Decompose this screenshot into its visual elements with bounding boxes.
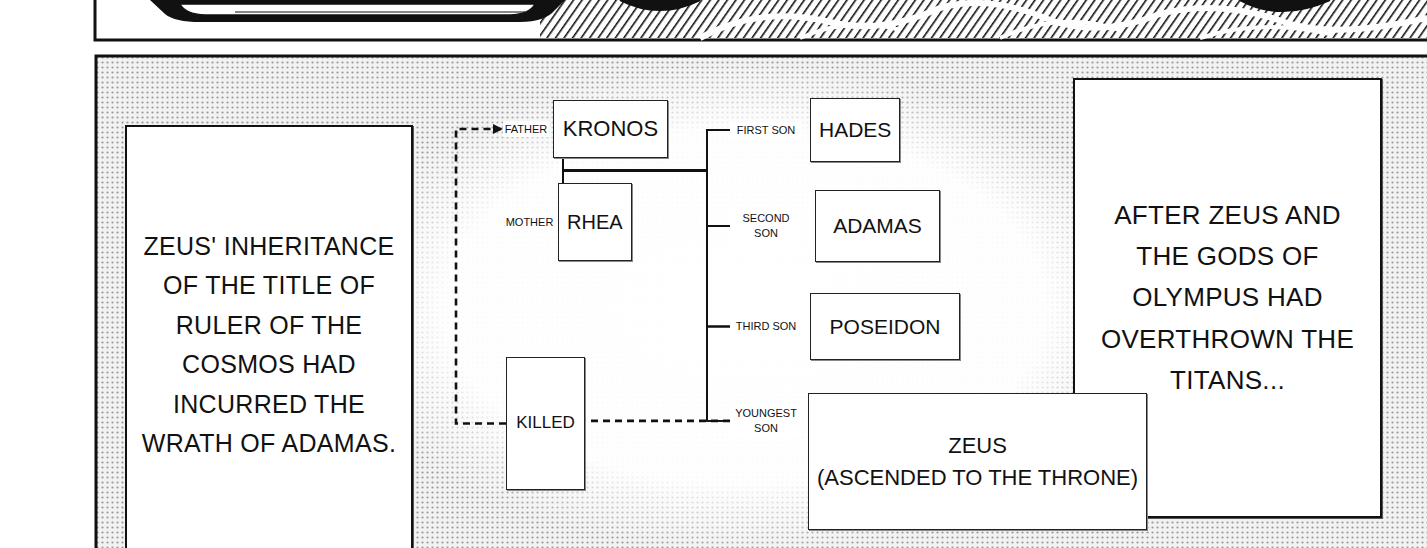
killed-line (456, 129, 506, 424)
god-name: RHEA (567, 208, 623, 236)
parent-box: FATHER KRONOS (503, 100, 668, 158)
tone-fade (330, 62, 1160, 548)
god-name: HADES (819, 115, 891, 145)
relation-label: MOTHER (505, 214, 554, 231)
god-name: ZEUS (948, 430, 1007, 461)
ink-swirl (800, 22, 1330, 38)
plaque-line (235, 11, 525, 12)
top-panel (95, 0, 1427, 40)
name-box: RHEA (558, 183, 632, 261)
ink-swirl (700, 3, 1427, 38)
killed-box: KILLED (506, 357, 585, 490)
name-box: KRONOS (553, 100, 668, 158)
relation-label: THIRD SON (730, 318, 802, 335)
relation-label: SECOND SON (730, 210, 802, 242)
name-box: POSEIDON (810, 293, 960, 360)
relation-label: FIRST SON (730, 122, 802, 139)
plaque-face (180, 4, 535, 15)
caption-box: ZEUS' INHERITANCE OF THE TITLE OF RULER … (125, 125, 413, 548)
son-box: FIRST SON HADES (730, 98, 900, 162)
god-name: ADAMAS (833, 211, 922, 241)
god-name: KRONOS (563, 113, 658, 144)
caption-text: ZEUS' INHERITANCE OF THE TITLE OF RULER … (141, 227, 397, 464)
son-box: THIRD SON POSEIDON (730, 293, 960, 360)
name-box: HADES (810, 98, 900, 162)
god-name: POSEIDON (830, 312, 941, 342)
ink-shape (620, 0, 1330, 11)
ink-hatching (540, 0, 1427, 38)
relation-label: FATHER (503, 121, 549, 138)
ornate-plaque (150, 0, 565, 22)
parent-box: MOTHER RHEA (505, 183, 632, 261)
name-box: ADAMAS (815, 190, 940, 262)
name-box: ZEUS(ASCENDED TO THE THRONE) (808, 393, 1147, 530)
killed-line (585, 420, 730, 423)
son-box: YOUNGEST SONZEUS(ASCENDED TO THE THRONE) (730, 393, 1147, 530)
box-text: KILLED (516, 411, 575, 435)
son-box: SECOND SON ADAMAS (730, 190, 940, 262)
relation-label: YOUNGEST SON (730, 405, 802, 437)
name-note: (ASCENDED TO THE THRONE) (817, 462, 1138, 493)
caption-text: AFTER ZEUS AND THE GODS OF OLYMPUS HAD O… (1089, 195, 1366, 400)
